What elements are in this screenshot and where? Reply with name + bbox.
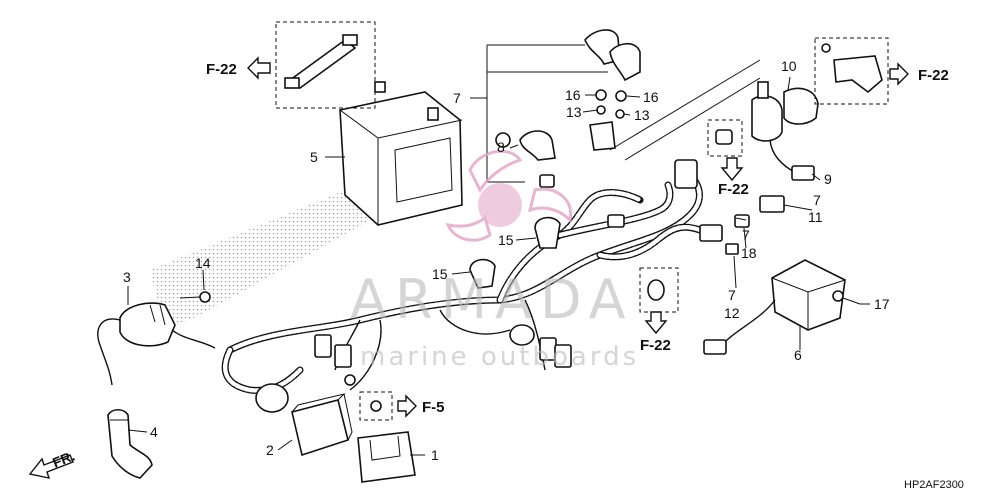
callout-2: 2	[266, 442, 274, 458]
ref-arrow-f22-low[interactable]: F-22	[640, 311, 671, 354]
ecu-cover	[357, 431, 416, 483]
callout-8: 8	[497, 139, 505, 155]
clip-dashed-box	[707, 119, 743, 157]
regulator-rectifier	[703, 259, 846, 355]
bolt-14	[179, 291, 211, 303]
ref-arrow-f22-mid[interactable]: F-22	[718, 157, 749, 198]
ref-label-f22-left: F-22	[206, 61, 237, 78]
connector-18	[734, 214, 750, 228]
connector-11	[759, 195, 785, 213]
callout-9: 9	[824, 171, 832, 187]
callout-17: 17	[874, 296, 890, 312]
watermark-brand: ARMADA	[350, 268, 634, 331]
callout-18: 18	[741, 245, 757, 261]
harness-connectors	[314, 159, 723, 386]
ref-label-f22-mid: F-22	[718, 181, 749, 198]
ref-arrow-f22-right[interactable]: F-22	[889, 62, 949, 86]
nuts-13-16	[589, 89, 627, 151]
terminal-covers	[495, 29, 641, 161]
diagram-code: HP2AF2300	[904, 479, 964, 491]
ecu-unit	[255, 383, 353, 457]
clamps-15	[469, 216, 561, 289]
callout-1: 1	[431, 447, 439, 463]
callout-16-a: 16	[565, 87, 581, 103]
starter-relay	[609, 59, 819, 181]
callout-11: 11	[808, 209, 823, 225]
grommet-box	[639, 267, 679, 313]
leader-lines	[127, 76, 870, 456]
ref-arrow-f5[interactable]: F-5	[397, 394, 445, 418]
battery	[339, 81, 463, 226]
callout-13-a: 13	[566, 104, 582, 120]
connector-12	[725, 243, 739, 255]
callout-10: 10	[781, 58, 797, 74]
bolt-f5-box	[359, 391, 393, 421]
callout-15-a: 15	[498, 232, 514, 248]
callout-13-b: 13	[634, 107, 650, 123]
callout-5: 5	[310, 149, 318, 165]
bolt-17	[832, 290, 861, 305]
callout-7-bracket: 7	[453, 90, 461, 106]
spark-plug-cap	[107, 408, 153, 479]
callout-3: 3	[123, 269, 131, 285]
battery-strap	[275, 21, 376, 109]
callout-7-c: 7	[728, 287, 736, 303]
stipple-shadow	[150, 180, 380, 330]
ref-label-f22-right: F-22	[918, 67, 949, 84]
callout-15-b: 15	[432, 266, 448, 282]
callout-7-b: 7	[742, 227, 750, 243]
callout-14: 14	[195, 255, 211, 271]
watermark: ARMADA marine outboards	[350, 149, 639, 372]
ignition-coil	[97, 302, 216, 386]
front-label: FR.	[50, 447, 77, 470]
ref-arrow-f22-left[interactable]: F-22	[206, 56, 271, 80]
callout-16-b: 16	[643, 89, 659, 105]
callout-6: 6	[794, 347, 802, 363]
watermark-tagline: marine outboards	[360, 342, 639, 372]
ref-label-f5: F-5	[422, 399, 445, 416]
callout-12: 12	[724, 305, 740, 321]
callout-7-a: 7	[813, 192, 821, 208]
callout-4: 4	[150, 424, 158, 440]
callout-bracket-7	[480, 44, 608, 183]
relay-cover-bracket	[814, 37, 889, 105]
front-direction-arrow: FR.	[28, 447, 77, 479]
ref-label-f22-low: F-22	[640, 337, 671, 354]
